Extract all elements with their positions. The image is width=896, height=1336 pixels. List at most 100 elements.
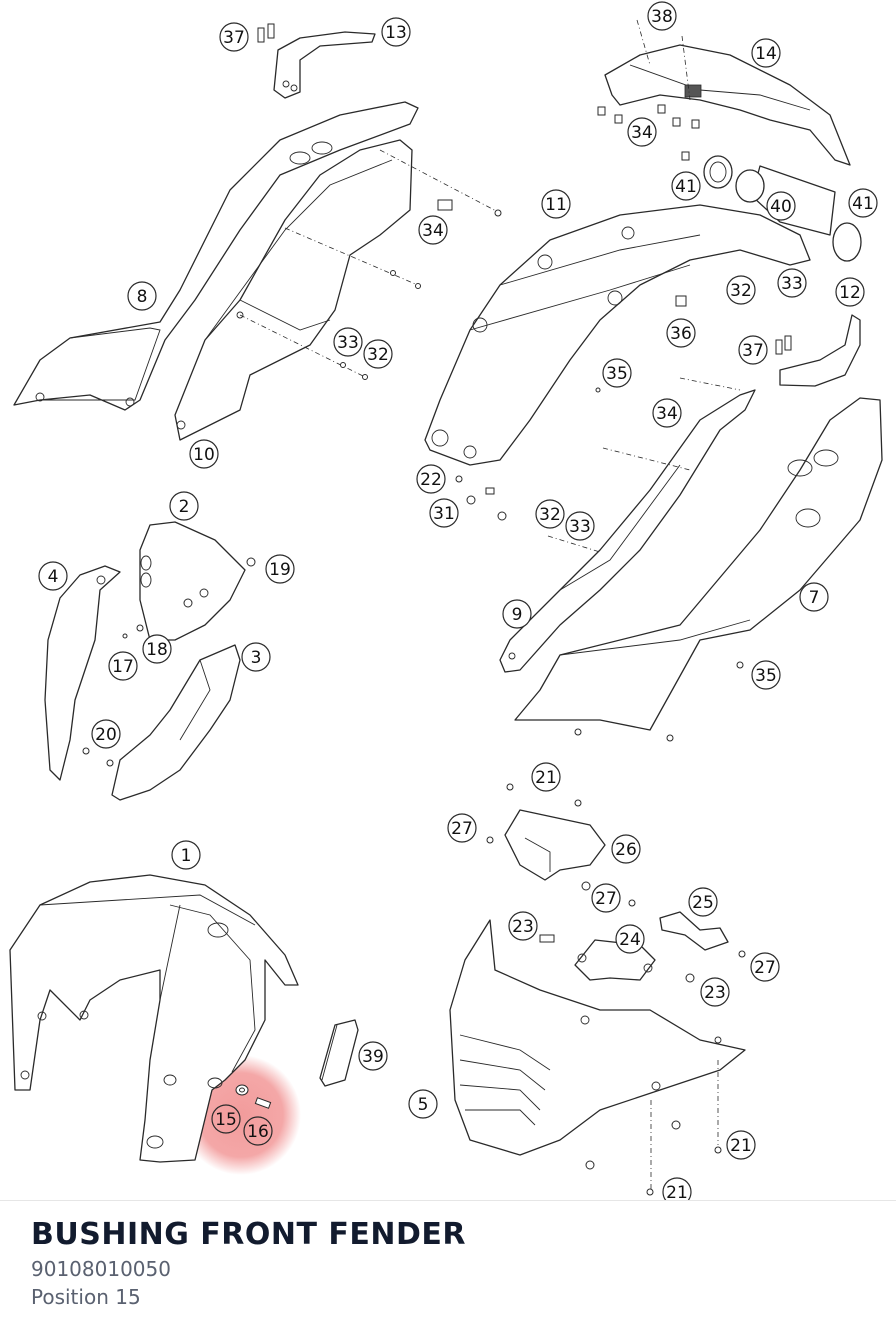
part-26-bracket[interactable]: [504, 809, 606, 881]
callout-19[interactable]: 19: [265, 554, 295, 584]
part-39-pad[interactable]: [319, 1019, 359, 1087]
callout-10[interactable]: 10: [189, 439, 219, 469]
callout-23[interactable]: 23: [508, 911, 538, 941]
callout-34[interactable]: 34: [652, 398, 682, 428]
part-25-bracket[interactable]: [659, 911, 729, 951]
callout-number: 22: [420, 470, 442, 490]
callout-37[interactable]: 37: [219, 22, 249, 52]
callout-16[interactable]: 16: [243, 1116, 273, 1146]
callout-20[interactable]: 20: [91, 719, 121, 749]
callout-11[interactable]: 11: [541, 189, 571, 219]
callout-number: 20: [95, 725, 117, 745]
callout-17[interactable]: 17: [108, 651, 138, 681]
callout-number: 9: [512, 605, 523, 625]
callout-8[interactable]: 8: [127, 281, 157, 311]
callout-number: 7: [809, 588, 820, 608]
callout-33[interactable]: 33: [777, 268, 807, 298]
callout-15[interactable]: 15: [211, 1104, 241, 1134]
hardware-2: [122, 557, 256, 639]
callout-number: 19: [269, 560, 291, 580]
callout-number: 37: [223, 28, 245, 48]
callout-number: 32: [730, 281, 752, 301]
part-name: BUSHING FRONT FENDER: [31, 1217, 466, 1252]
callout-number: 16: [247, 1122, 269, 1142]
part-12-handle[interactable]: [775, 314, 861, 387]
callout-41[interactable]: 41: [671, 171, 701, 201]
callout-1[interactable]: 1: [171, 840, 201, 870]
hardware-5: [585, 1120, 722, 1196]
callout-number: 21: [666, 1183, 688, 1200]
callout-23[interactable]: 23: [700, 977, 730, 1007]
callout-32[interactable]: 32: [363, 339, 393, 369]
callout-21[interactable]: 21: [726, 1130, 756, 1160]
part-13-handle[interactable]: [273, 31, 376, 99]
part-41-lens[interactable]: [832, 222, 862, 262]
callout-number: 34: [631, 123, 653, 143]
part-4-fairing[interactable]: [44, 565, 121, 781]
callout-4[interactable]: 4: [38, 561, 68, 591]
callout-33[interactable]: 33: [333, 327, 363, 357]
part-5-belly-pan[interactable]: [449, 919, 746, 1156]
callout-number: 33: [781, 274, 803, 294]
hardware-20: [82, 747, 114, 767]
callout-number: 11: [545, 195, 567, 215]
hardware-14: [597, 104, 700, 161]
callout-13[interactable]: 13: [381, 17, 411, 47]
callout-7[interactable]: 7: [799, 582, 829, 612]
callout-34[interactable]: 34: [627, 117, 657, 147]
callout-36[interactable]: 36: [666, 318, 696, 348]
callout-37[interactable]: 37: [738, 335, 768, 365]
part-7-side-panel[interactable]: [514, 397, 883, 731]
callout-33[interactable]: 33: [565, 511, 595, 541]
callout-40[interactable]: 40: [766, 191, 796, 221]
callout-24[interactable]: 24: [615, 924, 645, 954]
callout-31[interactable]: 31: [429, 498, 459, 528]
part-8-side-panel[interactable]: [13, 101, 419, 411]
part-37-bolts: [257, 23, 275, 43]
callout-38[interactable]: 38: [647, 1, 677, 31]
callout-2[interactable]: 2: [169, 491, 199, 521]
part-3-fairing[interactable]: [111, 644, 241, 801]
part-9-rail[interactable]: [499, 389, 756, 673]
callout-39[interactable]: 39: [358, 1041, 388, 1071]
callout-27[interactable]: 27: [750, 952, 780, 982]
part-14-tail[interactable]: [604, 44, 851, 166]
callout-35[interactable]: 35: [602, 358, 632, 388]
callout-number: 38: [651, 7, 673, 27]
callout-27[interactable]: 27: [591, 883, 621, 913]
callout-number: 27: [595, 889, 617, 909]
callout-5[interactable]: 5: [408, 1089, 438, 1119]
callout-number: 41: [852, 194, 874, 214]
part-10-inner-panel[interactable]: [174, 139, 413, 441]
callout-26[interactable]: 26: [611, 834, 641, 864]
callout-number: 18: [146, 640, 168, 660]
part-15-bushing[interactable]: [235, 1084, 249, 1096]
callout-12[interactable]: 12: [835, 277, 865, 307]
callout-41[interactable]: 41: [848, 188, 878, 218]
callout-number: 4: [48, 567, 59, 587]
callout-32[interactable]: 32: [535, 499, 565, 529]
callout-25[interactable]: 25: [688, 887, 718, 917]
hardware-7: [574, 661, 744, 742]
callout-3[interactable]: 3: [241, 642, 271, 672]
callout-27[interactable]: 27: [447, 813, 477, 843]
callout-number: 3: [251, 648, 262, 668]
callout-21[interactable]: 21: [531, 762, 561, 792]
part-41-ring[interactable]: [703, 155, 733, 189]
callout-number: 23: [512, 917, 534, 937]
part-2-cover[interactable]: [139, 521, 246, 641]
callout-22[interactable]: 22: [416, 464, 446, 494]
callout-14[interactable]: 14: [751, 38, 781, 68]
callout-18[interactable]: 18: [142, 634, 172, 664]
part-1-front-fender[interactable]: [9, 874, 299, 1163]
callout-34[interactable]: 34: [418, 215, 448, 245]
callout-21[interactable]: 21: [662, 1177, 692, 1200]
callout-number: 41: [675, 177, 697, 197]
part-24-bracket[interactable]: [574, 939, 656, 981]
callout-35[interactable]: 35: [751, 660, 781, 690]
callout-9[interactable]: 9: [502, 599, 532, 629]
part-16-screw[interactable]: [254, 1097, 272, 1109]
callout-32[interactable]: 32: [726, 275, 756, 305]
part-11-tray[interactable]: [424, 204, 811, 466]
